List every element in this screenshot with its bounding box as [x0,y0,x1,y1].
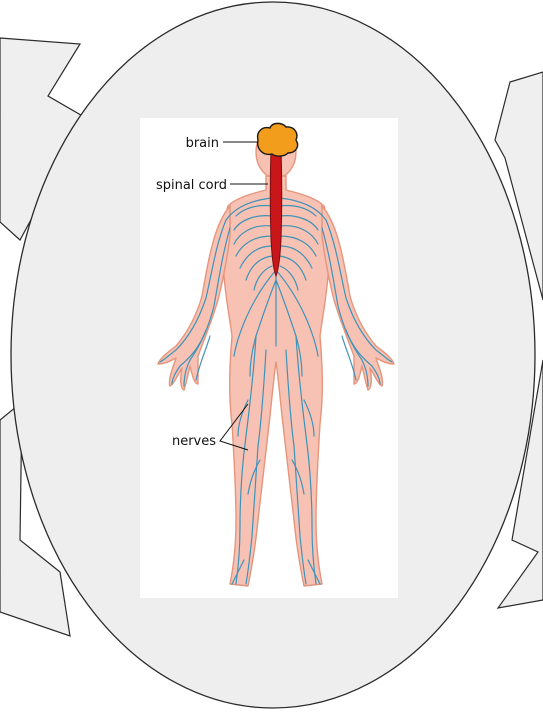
brain [258,123,298,156]
label-spinal-cord: spinal cord [156,178,227,193]
label-brain: brain [186,136,219,151]
spinal-cord [270,148,282,276]
label-nerves: nerves [172,434,216,449]
